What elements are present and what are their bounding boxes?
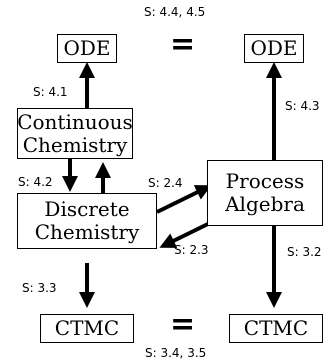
node-continuous-chemistry: Continuous Chemistry (17, 108, 133, 159)
node-continuous-chemistry-text: Continuous Chemistry (17, 109, 133, 157)
node-ode-left: ODE (57, 34, 117, 63)
label-s43: S: 4.3 (285, 99, 320, 113)
node-ctmc-right: CTMC (229, 314, 323, 343)
node-ctmc-right-text: CTMC (243, 316, 309, 340)
node-ode-right: ODE (244, 34, 304, 63)
node-process-algebra: Process Algebra (207, 160, 323, 226)
node-ode-left-text: ODE (63, 36, 111, 60)
node-discrete-chemistry-text: Discrete Chemistry (34, 197, 140, 244)
label-s33: S: 3.3 (22, 281, 57, 295)
node-process-algebra-text: Process Algebra (225, 169, 305, 216)
label-top: S: 4.4, 4.5 (144, 5, 206, 19)
node-ode-right-text: ODE (250, 36, 298, 60)
node-ctmc-left: CTMC (40, 314, 134, 343)
label-s24: S: 2.4 (148, 176, 183, 190)
label-s42: S: 4.2 (18, 175, 53, 189)
arrow-process-algebra-to-discrete (159, 220, 213, 248)
arrow-discrete-to-process-algebra (156, 185, 212, 214)
label-bottom: S: 3.4, 3.5 (145, 346, 207, 360)
equals-top: = (170, 27, 196, 62)
label-s23: S: 2.3 (174, 243, 209, 257)
node-discrete-chemistry: Discrete Chemistry (17, 193, 157, 249)
equals-bottom: = (170, 307, 196, 342)
node-ctmc-left-text: CTMC (54, 316, 120, 340)
label-s41: S: 4.1 (33, 85, 68, 99)
label-s32: S: 3.2 (287, 245, 322, 259)
